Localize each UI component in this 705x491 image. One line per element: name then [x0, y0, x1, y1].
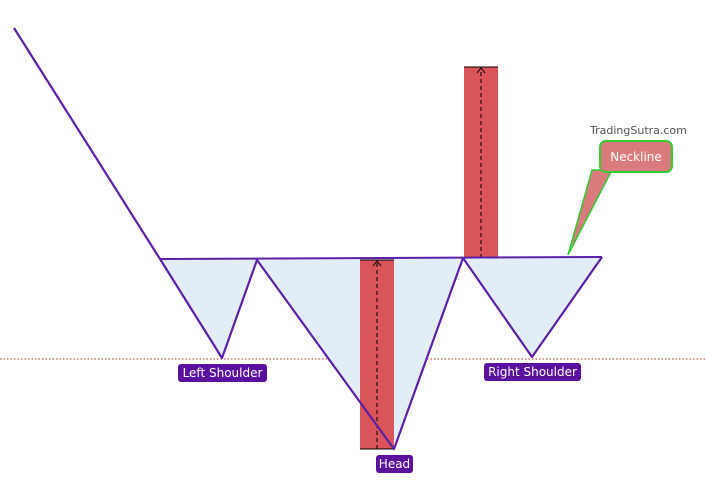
left-shoulder-fill	[160, 259, 257, 358]
head-bar-arrowhead	[372, 260, 382, 267]
head-label: Head	[379, 457, 410, 471]
head-label-bg	[376, 455, 413, 473]
right-shoulder-label-bg	[484, 363, 581, 381]
watermark: TradingSutra.com	[589, 124, 687, 137]
price-line	[13, 27, 603, 451]
neckline	[159, 256, 603, 260]
left-shoulder-label: Left Shoulder	[183, 366, 263, 380]
target-bar-arrowhead	[476, 67, 486, 74]
neckline-callout-label: Neckline	[610, 150, 662, 164]
neckline-callout-joint	[601, 164, 619, 170]
left-shoulder-label-bg	[178, 364, 267, 382]
neckline-callout-pointer	[567, 169, 614, 256]
right-shoulder-label: Right Shoulder	[488, 365, 577, 379]
right-shoulder-fill	[463, 257, 602, 357]
